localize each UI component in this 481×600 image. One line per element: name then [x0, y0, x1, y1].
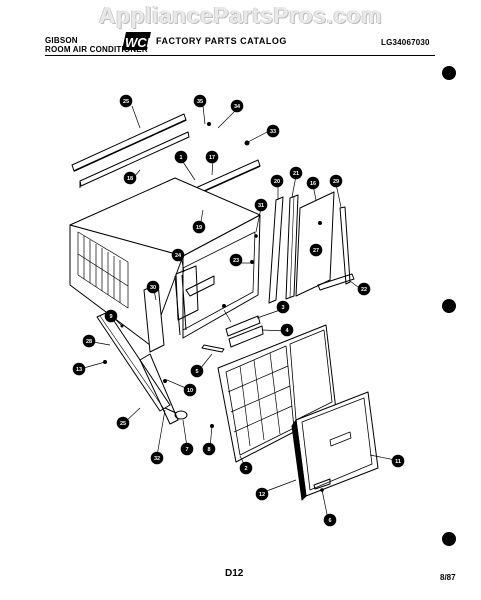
bracket-4 — [228, 325, 264, 348]
model-number: LG34067030 — [381, 38, 430, 47]
callout-bubble — [82, 334, 96, 348]
callout-bubble — [202, 442, 216, 456]
callout-label: 28 — [86, 339, 92, 345]
callout-label: 22 — [361, 287, 367, 293]
catalog-title: FACTORY PARTS CATALOG — [156, 36, 287, 46]
callout-label: 1 — [179, 155, 182, 161]
callout-label: 34 — [234, 104, 241, 110]
callout-label: 4 — [285, 328, 289, 334]
callout-bubble — [116, 416, 130, 430]
part-5 — [201, 344, 225, 353]
callout-label: 20 — [274, 179, 280, 185]
callout-label: 21 — [293, 171, 299, 177]
callout-label: 6 — [328, 518, 331, 524]
revision-date: 8/87 — [440, 573, 456, 582]
callout-bubble — [229, 253, 243, 267]
hardware-screws — [103, 122, 324, 492]
top-rail-18 — [79, 131, 190, 188]
binder-hole-icon — [442, 299, 456, 313]
callout-bubble — [289, 166, 303, 180]
bottom-bar-22 — [317, 273, 355, 291]
callout-label: 8 — [207, 447, 210, 453]
callout-label: 3 — [281, 305, 284, 311]
callout-bubble — [190, 364, 204, 378]
bracket-3 — [225, 315, 261, 337]
front-cover — [291, 391, 379, 501]
callout-bubble — [329, 174, 343, 188]
callout-label: 25 — [120, 421, 126, 427]
callout-label: 24 — [175, 253, 182, 259]
callout-bubble — [230, 99, 244, 113]
callout-bubble — [309, 243, 323, 257]
callout-bubble — [104, 309, 118, 323]
callout-bubble — [193, 94, 207, 108]
callout-label: 33 — [270, 129, 276, 135]
callout-label: 35 — [197, 99, 203, 105]
callout-bubble — [119, 94, 133, 108]
callout-bubble — [239, 461, 253, 475]
callout-label: 27 — [313, 248, 319, 254]
callout-label: 2 — [244, 466, 247, 472]
callout-label: 17 — [209, 155, 215, 161]
callout-bubble — [306, 176, 320, 190]
callout-label: 29 — [333, 179, 339, 185]
callout-bubble — [180, 442, 194, 456]
front-grille — [217, 324, 337, 463]
callout-bubble — [270, 174, 284, 188]
callout-bubble — [280, 323, 294, 337]
callout-bubble — [72, 362, 86, 376]
side-panel-21 — [285, 194, 299, 300]
callout-bubble — [183, 383, 197, 397]
top-rail-25 — [71, 113, 187, 172]
wci-logo-icon: WCI — [122, 32, 151, 50]
callout-label: 19 — [196, 225, 202, 231]
callout-bubble — [357, 282, 371, 296]
callout-bubble — [391, 454, 405, 468]
callout-bubble — [255, 487, 269, 501]
support-arm-28 — [96, 311, 171, 412]
callout-label: 25 — [123, 99, 129, 105]
callout-bubble — [123, 171, 137, 185]
callout-bubble — [171, 248, 185, 262]
callout-label: 13 — [76, 367, 82, 373]
callout-label: 30 — [150, 285, 156, 291]
support-leg-25 — [139, 353, 179, 425]
callout-label: 23 — [233, 258, 239, 264]
page-number: D12 — [225, 568, 244, 579]
watermark: AppliancePartsPros.com — [98, 2, 383, 28]
callout-bubble — [276, 300, 290, 314]
callout-bubble — [174, 150, 188, 164]
callout-bubble — [150, 451, 164, 465]
callout-bubble — [192, 220, 206, 234]
gasket-24 — [175, 265, 199, 321]
callout-label: 16 — [310, 181, 316, 187]
callout-bubble — [146, 280, 160, 294]
binder-hole-icon — [442, 532, 456, 546]
callout-label: 32 — [154, 456, 160, 462]
callout-label: 12 — [259, 492, 265, 498]
binder-hole-icon — [442, 66, 456, 80]
callout-label: 9 — [109, 314, 112, 320]
logo-text: WCI — [125, 35, 151, 50]
product-subtitle: ROOM AIR CONDITIONER — [45, 45, 148, 54]
callout-label: 7 — [185, 447, 188, 453]
callout-bubble — [323, 513, 337, 527]
callout-label: 5 — [195, 369, 198, 375]
side-rod-29 — [339, 206, 351, 285]
header-rule — [45, 55, 435, 56]
brand-label: GIBSON — [45, 36, 78, 45]
knob-7 — [174, 410, 188, 420]
callout-label: 10 — [187, 388, 193, 394]
callout-label: 11 — [395, 459, 401, 465]
callout-bubble — [205, 150, 219, 164]
callout-label: 31 — [258, 203, 264, 209]
callout-bubble — [254, 198, 268, 212]
callout-label: 18 — [127, 176, 133, 182]
side-panel-20 — [268, 196, 284, 304]
callout-bubble — [266, 124, 280, 138]
